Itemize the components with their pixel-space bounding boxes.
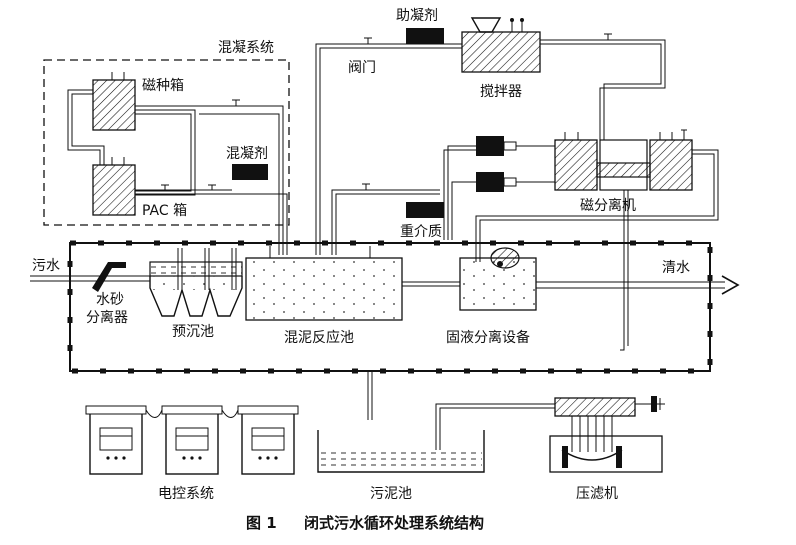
magnetic-seed-tank [92,79,136,131]
pump-lower [476,172,517,192]
pac-tank [92,164,136,216]
pump-upper [476,136,517,156]
control-cables [145,409,239,418]
sludge-pipe [367,371,555,450]
flow-line-reaction-to-separator [402,281,460,287]
main-basin-frame-dash [67,240,713,374]
magnetic-seed-tank-label: 磁种箱 [142,78,184,94]
mixed-sludge-reaction-tank [245,257,403,321]
top-piping [315,39,666,255]
mixer-hopper [470,17,502,33]
heavy-medium-label: 重介质 [400,224,442,240]
filter-press-label: 压滤机 [576,486,618,502]
mag-tank-left [554,139,598,191]
sludge-tank [317,430,485,473]
coagulation-system-title: 混凝系统 [218,40,274,56]
coagulation-valves [161,99,240,190]
water-sand-separator-icon [92,262,126,292]
electric-control-system-label: 电控系统 [158,486,214,502]
valve-icon-2 [604,33,612,40]
valve-label: 阀门 [348,60,376,76]
magnetic-separator-label: 磁分离机 [580,197,636,214]
coagulant-aid-label: 助凝剂 [396,8,438,24]
control-cabinet-1 [85,405,147,475]
mixer-label: 搅拌器 [480,84,522,100]
pre-settling-tank [149,248,243,317]
valve-icon [364,37,372,44]
mag-tank-right [649,139,693,191]
control-cabinet-3 [237,405,299,475]
drum-icon [490,247,520,269]
figure-title: 闭式污水循环处理系统结构 [304,514,484,532]
control-cabinet-2 [161,405,223,475]
water-sand-separator-label-1: 水砂 [96,292,124,308]
coagulant-block [232,164,268,180]
mag-separator-core [596,162,651,178]
filter-press [549,396,665,473]
sludge-tank-label: 污泥池 [370,486,412,502]
pre-settling-tank-label: 预沉池 [172,324,214,340]
solid-liquid-separator-label: 固液分离设备 [446,329,530,346]
coagulant-label: 混凝剂 [226,146,268,162]
water-sand-separator-label-2: 分离器 [86,309,128,326]
mixer-motor-icon [510,18,524,32]
figure-number: 图 1 [246,514,277,532]
clean-water-outlet [536,275,740,295]
sewage-inlet-pipe [30,275,150,282]
coagulation-system-box [43,59,290,226]
mixed-sludge-reaction-tank-label: 混泥反应池 [284,329,354,346]
heavy-medium-piping [331,183,440,255]
reaction-tank-inlets [269,246,371,258]
sewage-in-label: 污水 [32,258,60,274]
mag-separator-top-pipes [564,129,687,140]
mixer-tank [461,31,541,73]
coagulation-piping [67,89,288,255]
coagulant-aid-block [406,28,444,44]
pac-tank-label: PAC 箱 [142,203,187,219]
clean-water-label: 清水 [662,260,690,276]
heavy-medium-block [406,202,444,218]
